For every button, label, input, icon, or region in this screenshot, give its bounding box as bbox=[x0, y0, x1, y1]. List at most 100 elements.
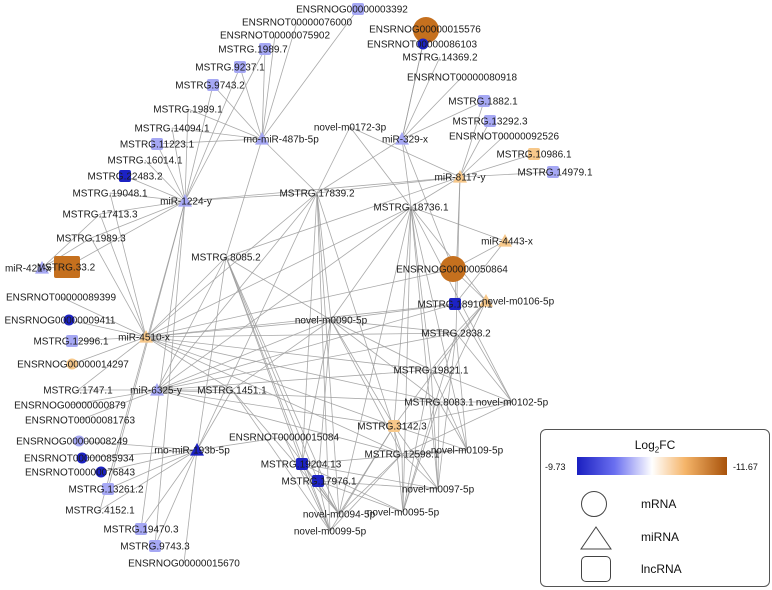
network-edge bbox=[301, 463, 404, 513]
network-edge bbox=[410, 206, 506, 242]
network-edge bbox=[196, 192, 318, 451]
network-edge bbox=[317, 480, 439, 490]
node-triangle-mir-1224-y bbox=[178, 194, 192, 207]
node-label-mir-329-x: miR-329-x bbox=[382, 135, 428, 146]
network-edge bbox=[184, 192, 318, 202]
node-label-mstrg-17839-2: MSTRG.17839.2 bbox=[279, 189, 354, 200]
node-label-ensrnot00000076000: ENSRNOT00000076000 bbox=[242, 18, 353, 29]
legend: Log2FC -9.73 -11.67 mRNA miRNA lncRNA bbox=[540, 429, 770, 587]
node-circle-ensrnog00000009411 bbox=[63, 314, 75, 326]
network-edge bbox=[225, 256, 340, 515]
node-label-mstrg-12598-1: MSTRG.12598.1 bbox=[364, 450, 439, 461]
network-edge bbox=[71, 336, 147, 365]
node-layer bbox=[35, 3, 559, 552]
legend-title: Log2FC bbox=[634, 438, 676, 455]
node-label-ensrnot00000092526: ENSRNOT00000092526 bbox=[449, 132, 560, 143]
node-label-mir-4443-x: miR-4443-x bbox=[481, 237, 533, 248]
node-rect-mstrg-9743-3 bbox=[149, 540, 161, 552]
network-edge bbox=[393, 206, 412, 427]
network-edge bbox=[145, 336, 403, 455]
node-label-ensrnog00000009411: ENSRNOG00000009411 bbox=[5, 316, 116, 327]
network-edge bbox=[145, 336, 233, 391]
node-label-ensrnot00000080918: ENSRNOT00000080918 bbox=[407, 73, 518, 84]
node-circle-ensrnot00000085934 bbox=[76, 452, 88, 464]
network-edge bbox=[212, 84, 263, 140]
network-edge bbox=[99, 213, 147, 338]
node-triangle-mir-4443-x bbox=[498, 234, 512, 247]
network-edge bbox=[401, 453, 439, 490]
legend-lncrna-label: lncRNA bbox=[641, 562, 682, 576]
node-label-mstrg-8085-2: MSTRG.8085.2 bbox=[191, 253, 261, 264]
network-edge bbox=[145, 332, 457, 338]
network-edge bbox=[330, 206, 412, 321]
node-rect-mstrg-1989-7 bbox=[259, 43, 271, 55]
node-rect-mstrg-10986-1 bbox=[528, 148, 540, 160]
network-edge bbox=[196, 389, 233, 451]
node-label-novel-m0102-5p: novel-m0102-5p bbox=[476, 398, 549, 409]
network-edge bbox=[156, 192, 318, 391]
network-edge bbox=[184, 84, 214, 202]
network-edge bbox=[338, 206, 412, 515]
legend-lncrna-row: lncRNA bbox=[581, 556, 761, 584]
node-circle-ensrnot00000076843 bbox=[95, 466, 107, 478]
node-label-mstrg-17413-3: MSTRG.17413.3 bbox=[62, 210, 137, 221]
network-edge bbox=[330, 319, 432, 371]
network-edge bbox=[156, 389, 395, 427]
node-label-ensrnot00000086103: ENSRNOT00000086103 bbox=[367, 40, 478, 51]
network-edge bbox=[301, 449, 468, 465]
network-edge bbox=[401, 100, 485, 140]
network-edge bbox=[316, 192, 340, 515]
network-edge bbox=[317, 480, 404, 513]
network-edge bbox=[402, 369, 432, 513]
network-edge bbox=[78, 440, 198, 451]
node-label-mstrg-1747-1: MSTRG.1747.1 bbox=[43, 386, 113, 397]
network-edge bbox=[225, 256, 319, 482]
node-rect-mstrg-1882-1 bbox=[478, 95, 490, 107]
node-label-ensrnot00000076843: ENSRNOT00000076843 bbox=[25, 468, 136, 479]
node-rect-mstrg-19204-13 bbox=[296, 458, 308, 470]
node-label-mstrg-12996-1: MSTRG.12996.1 bbox=[33, 337, 108, 348]
network-edge bbox=[239, 66, 263, 140]
network-edge bbox=[60, 296, 147, 338]
network-edge bbox=[393, 425, 404, 513]
node-label-novel-m0109-5p: novel-m0109-5p bbox=[431, 446, 504, 457]
network-edge bbox=[145, 268, 454, 338]
network-edge bbox=[66, 200, 186, 268]
node-label-mstrg-13261-2: MSTRG.13261.2 bbox=[68, 485, 143, 496]
network-edge bbox=[261, 8, 359, 140]
node-label-ensrnog00000015670: ENSRNOG00000015670 bbox=[128, 559, 240, 570]
network-edge bbox=[459, 100, 485, 178]
network-edge bbox=[301, 463, 439, 490]
network-edge bbox=[145, 319, 332, 338]
network-edge bbox=[455, 332, 468, 451]
network-edge bbox=[68, 319, 147, 338]
node-label-mstrg-18910-1: MSTRG.18910.1 bbox=[417, 300, 492, 311]
node-rect-mstrg-14979-1 bbox=[547, 166, 559, 178]
node-triangle-mir-421-x bbox=[35, 261, 49, 274]
node-triangle-mir-8117-y bbox=[453, 170, 467, 183]
label-layer: ENSRNOG00000003392ENSRNOT00000076000ENSR… bbox=[5, 5, 593, 570]
network-edge bbox=[410, 206, 487, 302]
network-edge bbox=[393, 425, 468, 451]
node-label-ensrnog00000008249: ENSRNOG00000008249 bbox=[16, 437, 128, 448]
edge-layer bbox=[41, 8, 554, 564]
network-edge bbox=[349, 126, 412, 208]
network-edge bbox=[393, 425, 439, 490]
network-edge bbox=[316, 192, 331, 532]
network-edge bbox=[402, 401, 440, 513]
network-edge bbox=[145, 256, 227, 338]
network-edge bbox=[41, 213, 101, 269]
network-edge bbox=[225, 138, 263, 258]
network-edge bbox=[283, 436, 340, 515]
network-edge bbox=[410, 176, 461, 208]
node-rect-mstrg-18910-1 bbox=[449, 298, 461, 310]
network-edge bbox=[225, 176, 461, 258]
node-label-rno-mir-487b-5p: rno-miR-487b-5p bbox=[243, 135, 319, 146]
node-rect-mstrg-13261-2 bbox=[102, 483, 114, 495]
node-rect-mstrg-13292-3 bbox=[484, 115, 496, 127]
node-triangle-mir-6325-y bbox=[150, 383, 164, 396]
node-rect-mstrg-17976-1 bbox=[312, 475, 324, 487]
network-edge bbox=[316, 126, 351, 194]
network-edge bbox=[145, 192, 318, 338]
network-edge bbox=[330, 319, 395, 427]
